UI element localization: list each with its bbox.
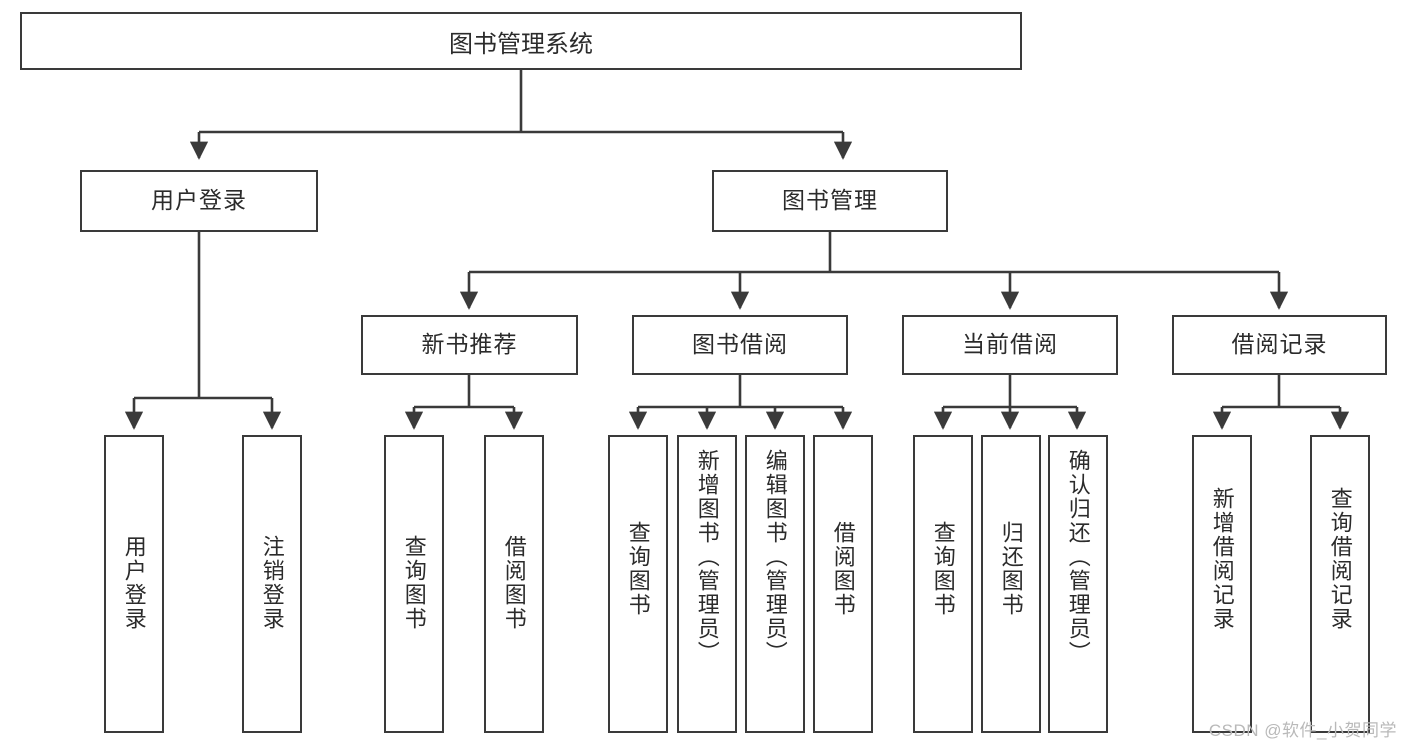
leaf-borrow-add-book-admin[interactable]: 新增图书（管理员） — [677, 435, 737, 733]
csdn-watermark: CSDN @软件_小贺同学 — [1208, 721, 1397, 740]
leaf-label: 用户登录 — [121, 535, 147, 631]
leaf-record-add[interactable]: 新增借阅记录 — [1192, 435, 1252, 733]
leaf-new-book-query[interactable]: 查询图书 — [384, 435, 444, 733]
node-root-label: 图书管理系统 — [449, 30, 593, 58]
leaf-user-login-logout[interactable]: 注销登录 — [242, 435, 302, 733]
node-borrow-record[interactable]: 借阅记录 — [1172, 315, 1387, 375]
node-root-system[interactable]: 图书管理系统 — [20, 12, 1022, 70]
leaf-user-login-login[interactable]: 用户登录 — [104, 435, 164, 733]
node-new-book-recommend[interactable]: 新书推荐 — [361, 315, 578, 375]
leaf-borrow-query-book[interactable]: 查询图书 — [608, 435, 668, 733]
leaf-borrow-borrow-book[interactable]: 借阅图书 — [813, 435, 873, 733]
leaf-new-book-borrow[interactable]: 借阅图书 — [484, 435, 544, 733]
node-borrow-record-label: 借阅记录 — [1231, 331, 1328, 358]
leaf-label: 借阅图书 — [830, 521, 856, 617]
leaf-label: 借阅图书 — [501, 535, 527, 631]
node-book-management[interactable]: 图书管理 — [712, 170, 948, 232]
node-user-login-label: 用户登录 — [151, 187, 247, 214]
node-book-management-label: 图书管理 — [782, 187, 878, 214]
node-current-borrow-label: 当前借阅 — [962, 331, 1058, 358]
node-current-borrow[interactable]: 当前借阅 — [902, 315, 1118, 375]
node-book-borrow[interactable]: 图书借阅 — [632, 315, 848, 375]
leaf-current-return-book[interactable]: 归还图书 — [981, 435, 1041, 733]
leaf-label: 查询图书 — [625, 521, 651, 617]
leaf-label: 新增图书（管理员） — [694, 449, 720, 665]
leaf-label: 注销登录 — [259, 535, 285, 631]
leaf-record-query[interactable]: 查询借阅记录 — [1310, 435, 1370, 733]
leaf-current-confirm-return-admin[interactable]: 确认归还（管理员） — [1048, 435, 1108, 733]
leaf-label: 编辑图书（管理员） — [762, 449, 788, 665]
node-new-book-recommend-label: 新书推荐 — [421, 331, 518, 358]
leaf-label: 确认归还（管理员） — [1065, 449, 1091, 665]
leaf-label: 查询图书 — [401, 535, 427, 631]
node-user-login[interactable]: 用户登录 — [80, 170, 318, 232]
leaf-label: 新增借阅记录 — [1209, 487, 1235, 631]
leaf-label: 查询图书 — [930, 521, 956, 617]
leaf-current-query-book[interactable]: 查询图书 — [913, 435, 973, 733]
node-book-borrow-label: 图书借阅 — [692, 331, 788, 358]
leaf-label: 查询借阅记录 — [1327, 487, 1353, 631]
leaf-borrow-edit-book-admin[interactable]: 编辑图书（管理员） — [745, 435, 805, 733]
leaf-label: 归还图书 — [998, 521, 1024, 617]
